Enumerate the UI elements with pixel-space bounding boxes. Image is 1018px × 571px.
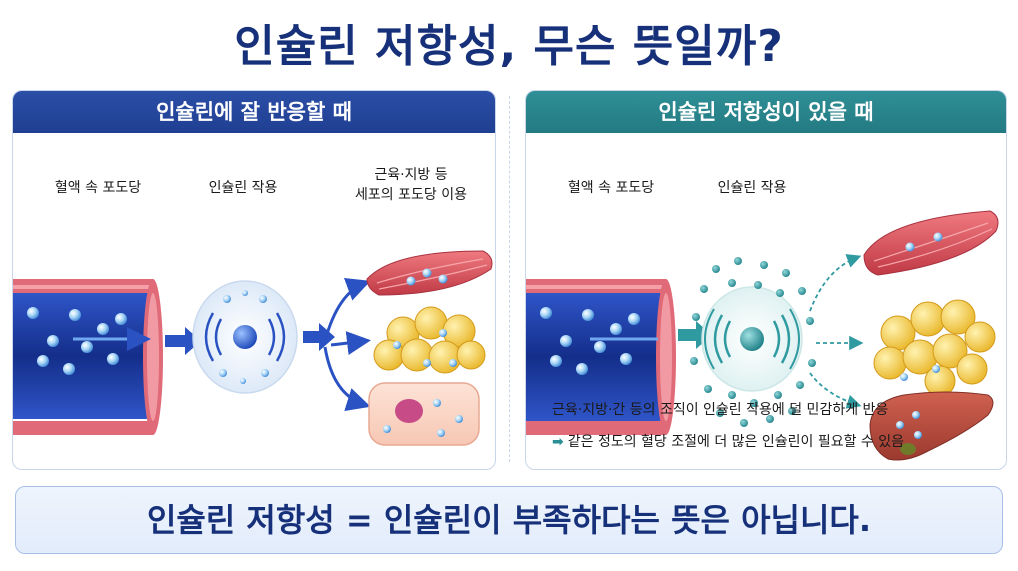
- label-cell-line2: 세포의 포도당 이용: [355, 187, 467, 203]
- fat-cells-icon: [873, 299, 996, 397]
- note-reduced-sensitivity: 근육·지방·간 등의 조직이 인슐린 작용에 덜 민감하게 반응: [552, 402, 889, 418]
- left-panel-illustration: [13, 250, 493, 446]
- arrow-to-muscle-icon: [809, 254, 862, 312]
- blood-vessel-icon: [13, 279, 163, 435]
- arrow-to-muscle-icon: [323, 278, 371, 342]
- right-panel-header: 인슐린 저항성이 있을 때: [526, 91, 1006, 133]
- left-panel-header: 인슐린에 잘 반응할 때: [13, 91, 495, 133]
- footer-banner: 인슐린 저항성 = 인슐린이 부족하다는 뜻은 아닙니다.: [15, 486, 1003, 554]
- arrow-right-icon: ➡: [552, 434, 564, 450]
- insulin-molecules-icon: [690, 257, 816, 427]
- label-insulin-action: 인슐린 작용: [208, 180, 278, 196]
- fat-cells-icon: [373, 306, 486, 374]
- glucose-molecules-icon: [27, 307, 127, 375]
- arrow-to-cell-icon: [323, 346, 371, 412]
- right-panel-illustration: [526, 210, 999, 461]
- note-more-insulin-text: 같은 정도의 혈당 조절에 더 많은 인슐린이 필요할 수 있음: [567, 434, 905, 450]
- blood-vessel-icon: [526, 279, 676, 435]
- label-blood-glucose: 혈액 속 포도당: [567, 180, 655, 196]
- glucose-molecules-icon: [540, 307, 640, 375]
- label-cell-glucose-use: 근육·지방 등 세포의 포도당 이용: [331, 165, 491, 205]
- left-panel: 인슐린에 잘 반응할 때: [12, 90, 496, 470]
- cell-icon: [368, 382, 480, 446]
- label-insulin-action: 인슐린 작용: [717, 180, 787, 196]
- note-more-insulin-needed: ➡같은 정도의 혈당 조절에 더 많은 인슐린이 필요할 수 있음: [552, 431, 904, 451]
- page-title: 인슐린 저항성, 무슨 뜻일까?: [234, 21, 784, 72]
- insulin-action-icon: [192, 280, 298, 394]
- insulin-action-icon: [701, 286, 803, 392]
- right-panel: 인슐린 저항성이 있을 때: [525, 90, 1007, 470]
- panel-divider: [509, 96, 510, 462]
- liver-icon: [869, 391, 994, 461]
- arrow-to-fat-icon: [330, 331, 371, 356]
- label-cell-line1: 근육·지방 등: [374, 167, 448, 183]
- arrow-right-icon: [165, 327, 201, 355]
- muscle-icon: [366, 250, 493, 296]
- label-blood-glucose: 혈액 속 포도당: [54, 180, 142, 196]
- muscle-icon: [863, 210, 999, 276]
